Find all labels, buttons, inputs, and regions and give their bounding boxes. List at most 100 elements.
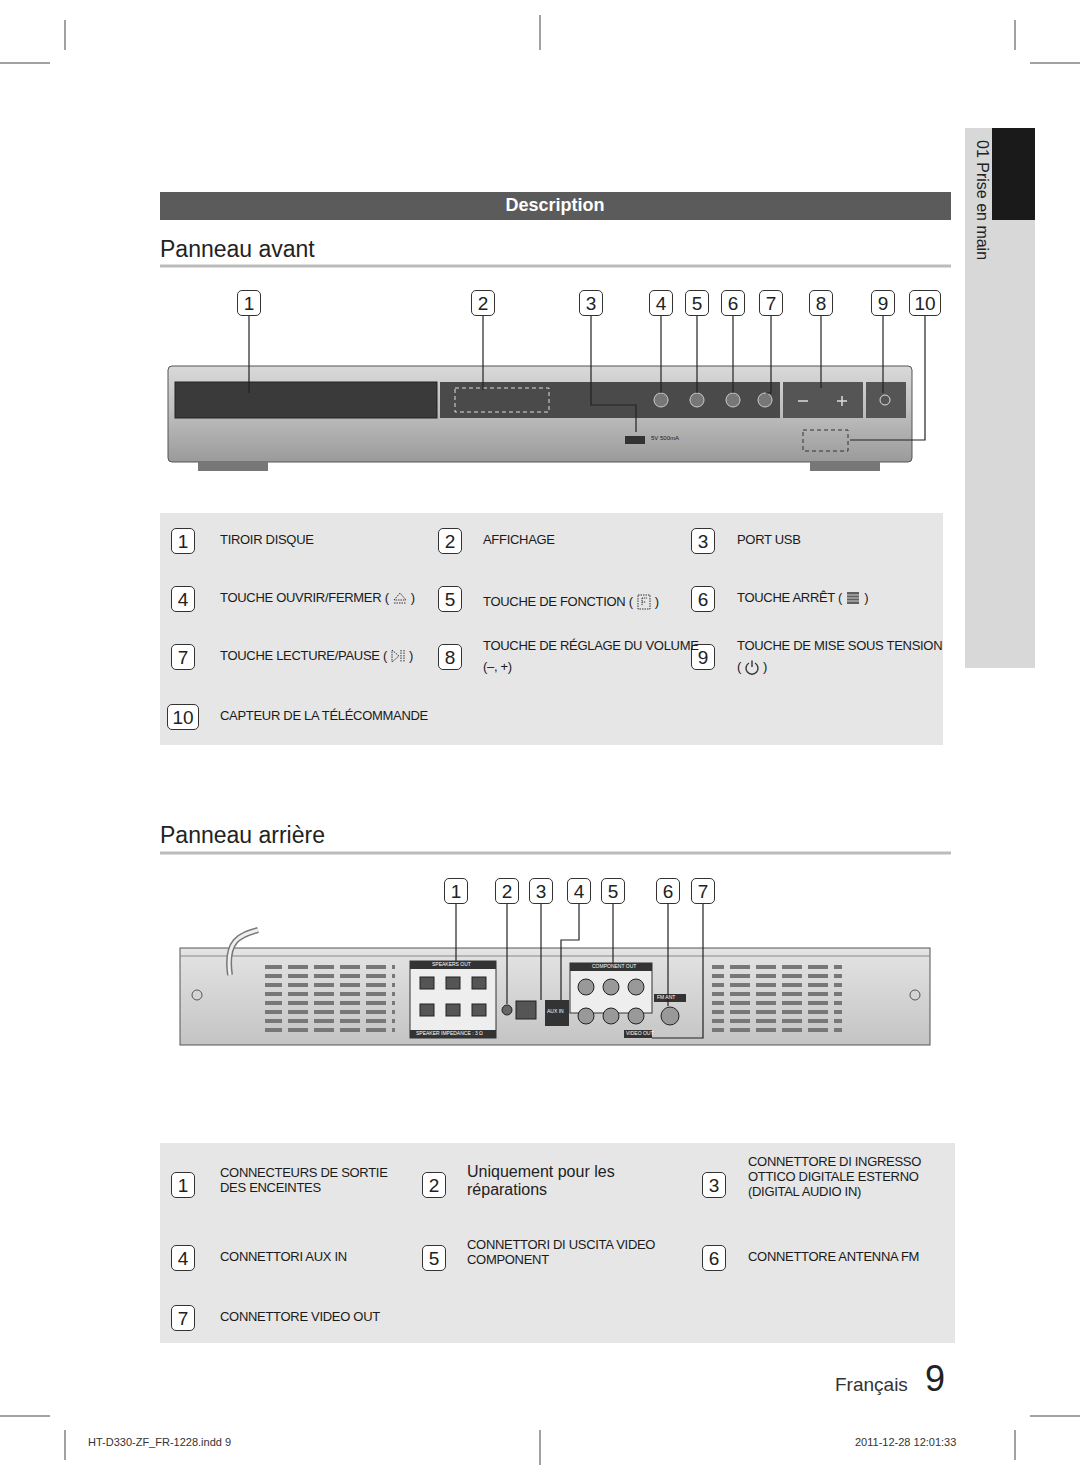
callout-number: 6 [728,294,739,313]
callout-number: 5 [608,882,619,901]
callout-box: 5 [685,290,709,316]
item-label: Uniquement pour les réparations [467,1163,672,1200]
callout-number: 2 [429,1176,440,1195]
callout-number: 1 [178,1176,189,1195]
callout-number: 7 [178,648,189,667]
callout-box: 2 [471,290,495,316]
callout-number: 4 [178,1249,189,1268]
item-label: TOUCHE LECTURE/PAUSE ( [220,649,387,664]
callout-number: 7 [178,1309,189,1328]
item-label: (–, +) [483,660,512,675]
page-language: Français [835,1374,908,1396]
item-label: TIROIR DISQUE [220,533,314,548]
callout-box: 7 [171,644,195,670]
callout-box: 5 [438,586,462,612]
item-label: CONNETTORE ANTENNA FM [748,1250,919,1265]
callout-box: 3 [691,528,715,554]
section-heading: Panneau arrière [160,822,325,848]
item-label: CONNECTEURS DE SORTIE DES ENCEINTES [220,1166,410,1196]
callout-number: 4 [656,294,667,313]
callout-number: 6 [698,590,709,609]
callout-number: 2 [478,294,489,313]
callout-box: 4 [171,586,195,612]
callout-box: 8 [438,644,462,670]
callout-box: 7 [759,290,783,316]
item-label: ) [409,649,413,664]
callout-number: 9 [698,648,709,667]
callout-box: 6 [702,1245,726,1271]
callout-box: 7 [691,878,715,904]
callout-box: 6 [721,290,745,316]
item-label: CONNETTORE VIDEO OUT [220,1310,380,1325]
item-label: TOUCHE DE MISE SOUS TENSION [737,639,942,654]
item-label: TOUCHE ARRÊT ( [737,591,842,606]
callout-number: 4 [574,882,585,901]
callout-number: 4 [178,590,189,609]
device-marking: FM ANT [657,995,675,1001]
callout-number: 3 [709,1176,720,1195]
callout-box: 3 [579,290,603,316]
section-heading: Panneau avant [160,236,315,262]
callout-box: 6 [691,586,715,612]
callout-box: 8 [809,290,833,316]
callout-box: 1 [171,1172,195,1198]
callout-box: 10 [909,290,941,316]
callout-number: 2 [445,532,456,551]
callout-box: 2 [422,1172,446,1198]
device-marking: VIDEO OUT [626,1031,654,1037]
print-slug: HT-D330-ZF_FR-1228.indd 9 [88,1436,231,1449]
callout-number: 3 [536,882,547,901]
item-label: CAPTEUR DE LA TÉLÉCOMMANDE [220,709,428,724]
callout-box: 2 [495,878,519,904]
item-label: ) [655,595,659,610]
callout-box: 3 [529,878,553,904]
callout-box: 4 [649,290,673,316]
callout-number: 8 [816,294,827,313]
item-label: TOUCHE DE RÉGLAGE DU VOLUME [483,639,699,654]
callout-number: 9 [878,294,889,313]
callout-number: 5 [445,590,456,609]
power-icon [744,659,760,675]
callout-box: 3 [702,1172,726,1198]
item-label: CONNETTORI AUX IN [220,1250,347,1265]
item-label: TOUCHE OUVRIR/FERMER ( [220,591,389,606]
callout-number: 10 [172,708,193,727]
callout-box: 7 [171,1305,195,1331]
item-label: AFFICHAGE [483,533,555,548]
stop-icon [845,590,861,606]
callout-box: 4 [567,878,591,904]
print-slug: 2011-12-28 12:01:33 [855,1436,956,1449]
callout-number: 7 [766,294,777,313]
page-number: 9 [925,1358,945,1399]
side-tab-marker [992,128,1035,220]
callout-number: 8 [445,648,456,667]
callout-box: 1 [444,878,468,904]
device-marking: SPEAKERS OUT [432,962,471,968]
callout-box: 1 [237,290,261,316]
callout-number: 1 [451,882,462,901]
callout-box: 4 [171,1245,195,1271]
callout-number: 5 [692,294,703,313]
item-label: ) [864,591,868,606]
callout-number: 1 [244,294,255,313]
item-label: TOUCHE DE FONCTION ( [483,595,633,610]
chapter-tab: 01 Prise en main [973,140,991,260]
device-marking: SPEAKER IMPEDANCE : 3 Ω [416,1031,483,1037]
item-label: ) [411,591,415,606]
callout-number: 7 [698,882,709,901]
item-label: CONNETTORE DI INGRESSO OTTICO DIGITALE E… [748,1155,953,1200]
device-marking: 5V 500mA [651,435,679,442]
item-label: ( [737,660,741,675]
callout-number: 6 [709,1249,720,1268]
callout-number: 5 [429,1249,440,1268]
callout-number: 1 [178,532,189,551]
func-icon [636,594,652,610]
eject-icon [392,590,408,606]
item-label: PORT USB [737,533,801,548]
callout-box: 10 [167,704,199,730]
callout-number: 10 [914,294,935,313]
device-marking: COMPONENT OUT [592,964,636,970]
section-title: Description [505,195,604,216]
item-label: ) [763,660,767,675]
